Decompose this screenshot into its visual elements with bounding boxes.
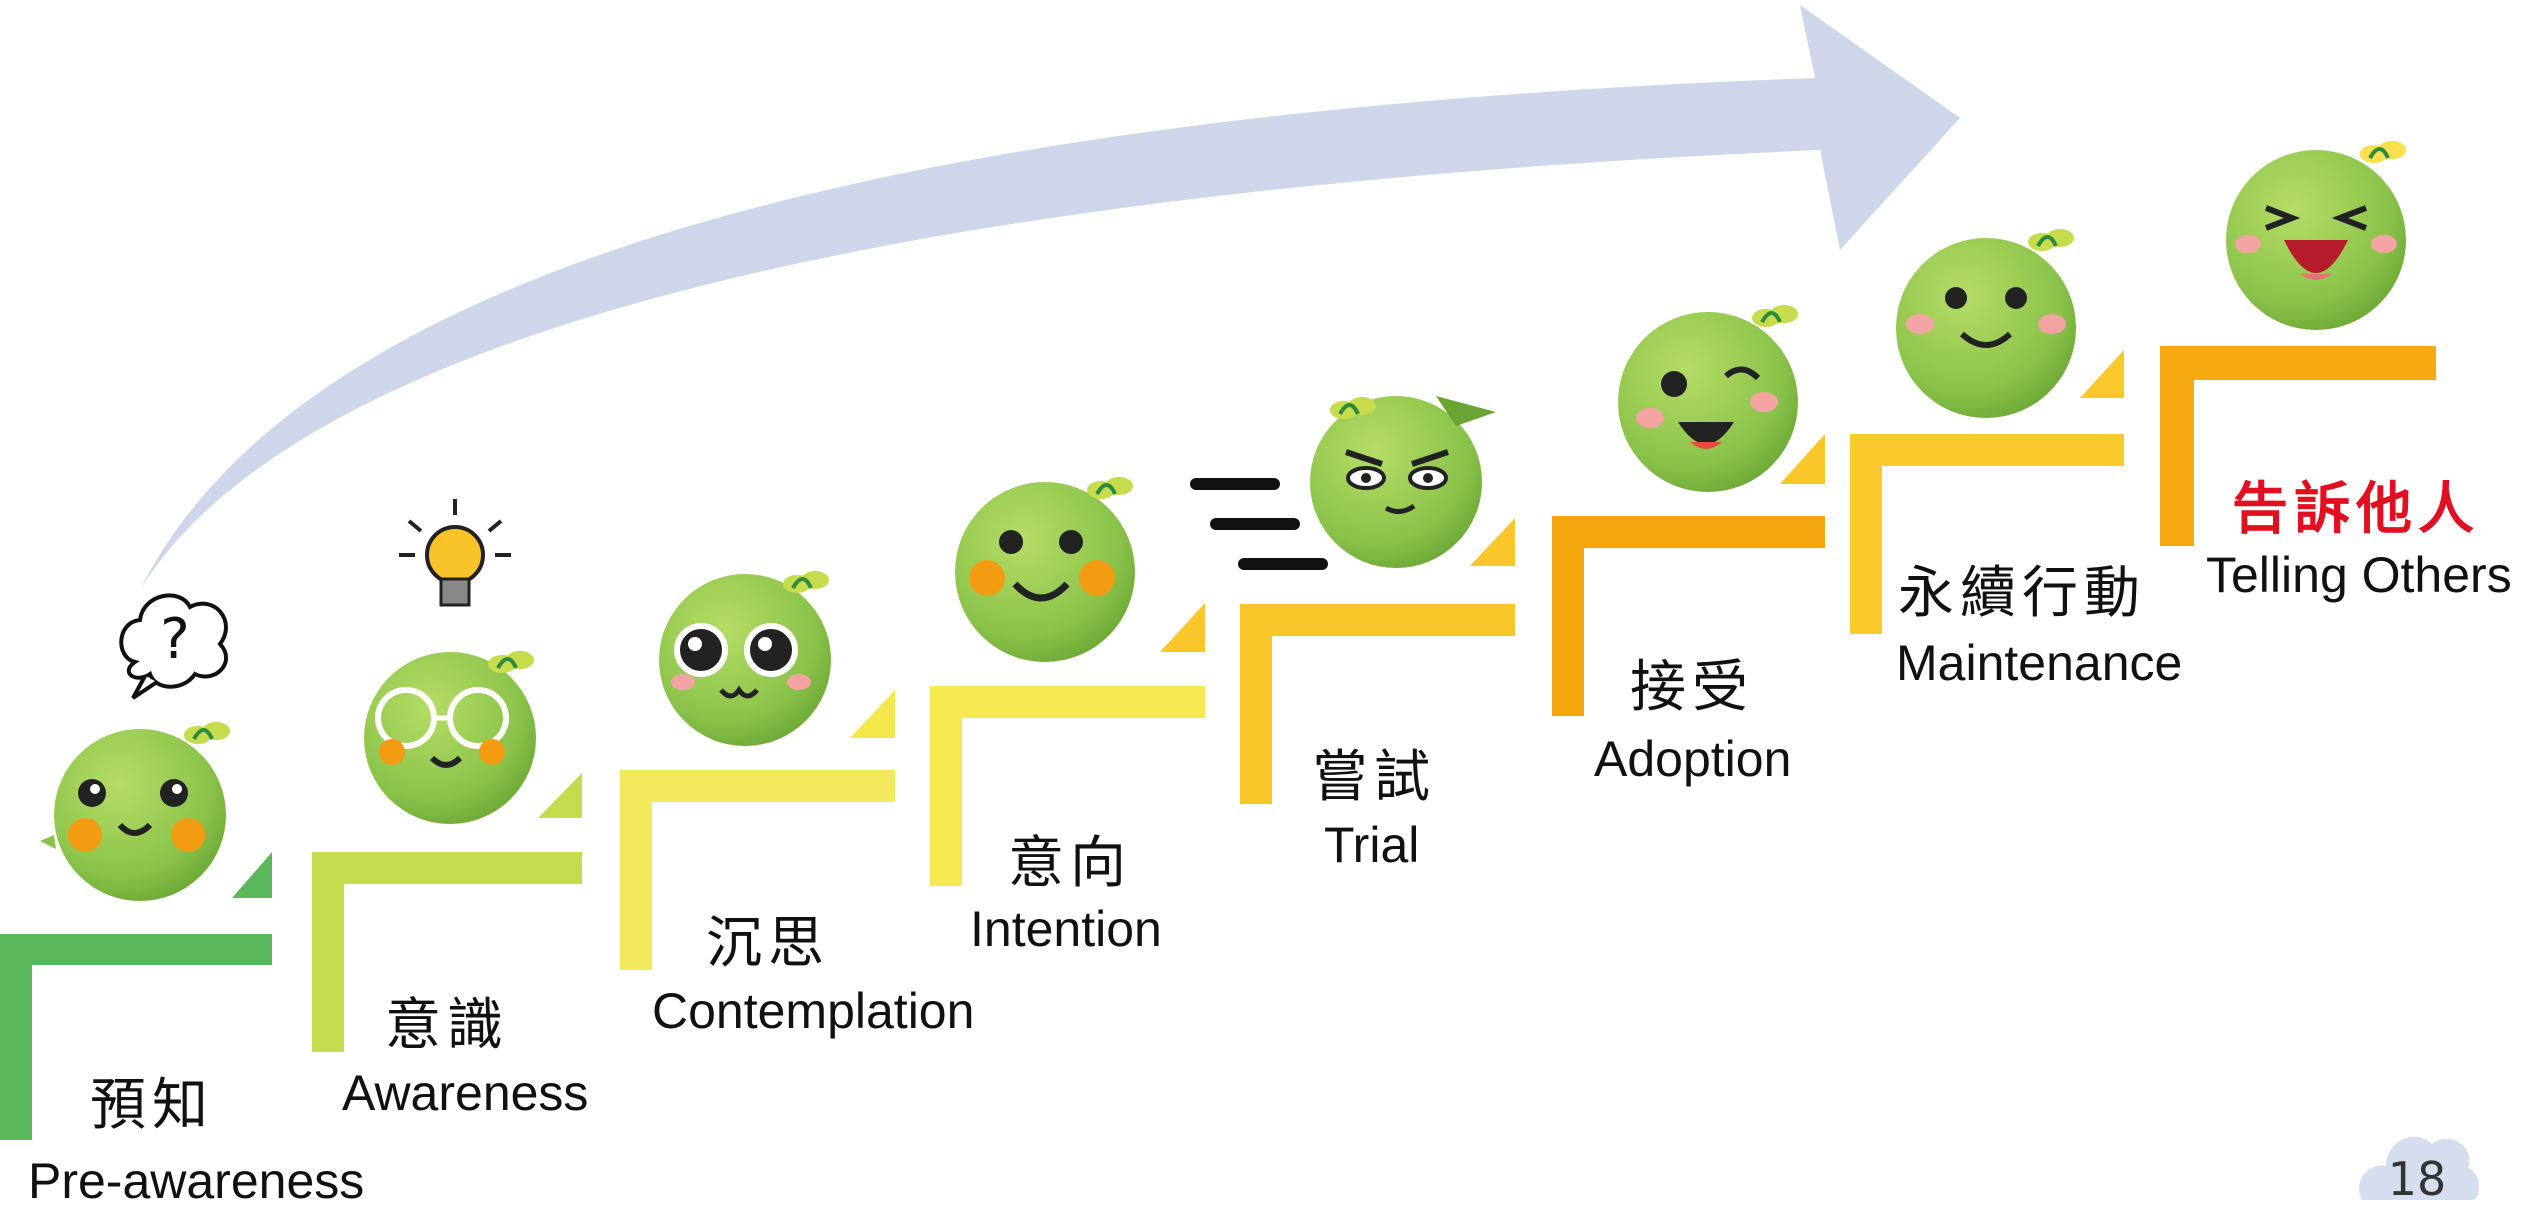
step-7 [1850,434,2124,634]
step-7-corner [2080,350,2124,398]
mascot-telling-others [2226,141,2406,330]
page-number-badge: 18 [2352,1110,2482,1206]
stage-4-en: Intention [970,901,1162,957]
stage-7-zh: 永續行動 [1898,561,2146,626]
sprout-icon [2360,141,2406,163]
sprout-icon [783,571,829,593]
mascot-pre-awareness [40,722,230,901]
page-number: 18 [2387,1152,2447,1206]
stage-7-en: Maintenance [1896,635,2183,691]
stage-1-zh: 預知 [90,1073,214,1138]
sprout-icon [1087,477,1133,499]
mascot-trial [1310,396,1496,568]
stage-4-zh: 意向 [1008,831,1132,896]
progress-arrow [140,5,1960,590]
step-1 [0,934,272,1140]
stage-2-zh: 意識 [385,993,509,1058]
stage-3-en: Contemplation [652,983,975,1039]
sprout-icon [1752,305,1798,327]
stage-5-zh: 嘗試 [1312,745,1436,810]
step-5 [1240,604,1515,804]
stage-8-zh: 告訴他人 [2232,477,2480,542]
sprout-icon [1330,397,1376,419]
mascot-contemplation [659,571,831,746]
mascot-intention [955,477,1135,662]
cloud-icon [2359,1136,2480,1200]
stage-1-en: Pre-awareness [28,1153,365,1209]
step-1-corner [232,852,272,898]
step-5-corner [1470,518,1515,566]
speed-lines-icon [1190,478,1328,570]
step-2-corner [538,773,582,818]
mascot-maintenance [1896,229,2076,418]
step-6-corner [1780,434,1825,484]
stage-5-en: Trial [1324,817,1420,873]
question-cloud-icon: ? [119,593,228,700]
step-3 [620,770,895,970]
step-4-corner [1160,603,1205,652]
step-6 [1552,516,1825,716]
sprout-icon [184,722,230,744]
stage-3-zh: 沉思 [706,911,830,976]
sprout-icon [488,651,534,673]
stage-8-en: Telling Others [2206,547,2512,603]
svg-text:?: ? [160,607,190,672]
steps [0,346,2436,1140]
step-4 [930,686,1205,886]
step-2 [312,852,582,1052]
stage-2-en: Awareness [342,1065,589,1121]
lightbulb-icon [399,499,511,607]
mascot-awareness [364,651,536,824]
mascot-adoption [1618,305,1798,492]
stage-6-zh: 接受 [1630,655,1754,720]
sprout-icon [2028,229,2074,251]
mascots: ? [40,141,2406,901]
stage-6-en: Adoption [1594,731,1792,787]
step-3-corner [850,690,895,738]
step-8 [2160,346,2436,546]
